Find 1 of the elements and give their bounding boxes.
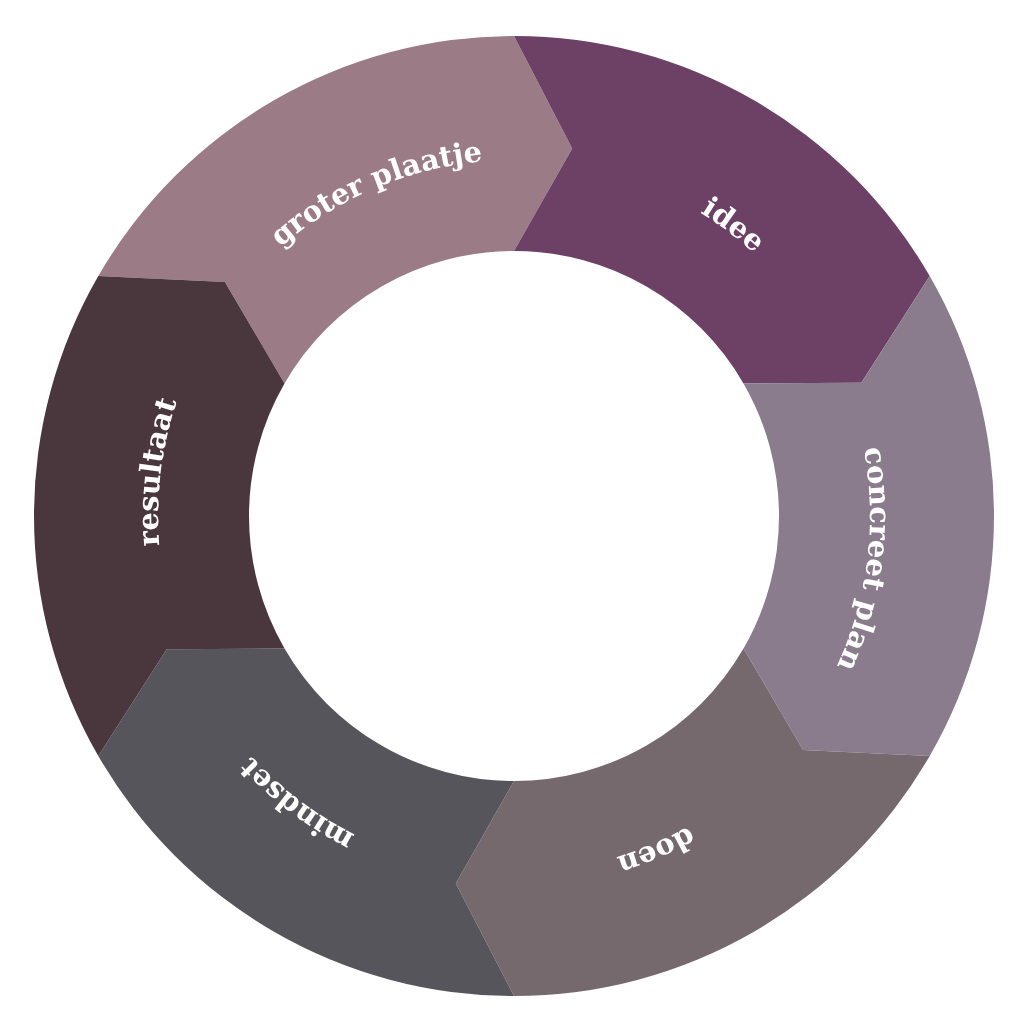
segment-label: doen	[613, 820, 702, 883]
